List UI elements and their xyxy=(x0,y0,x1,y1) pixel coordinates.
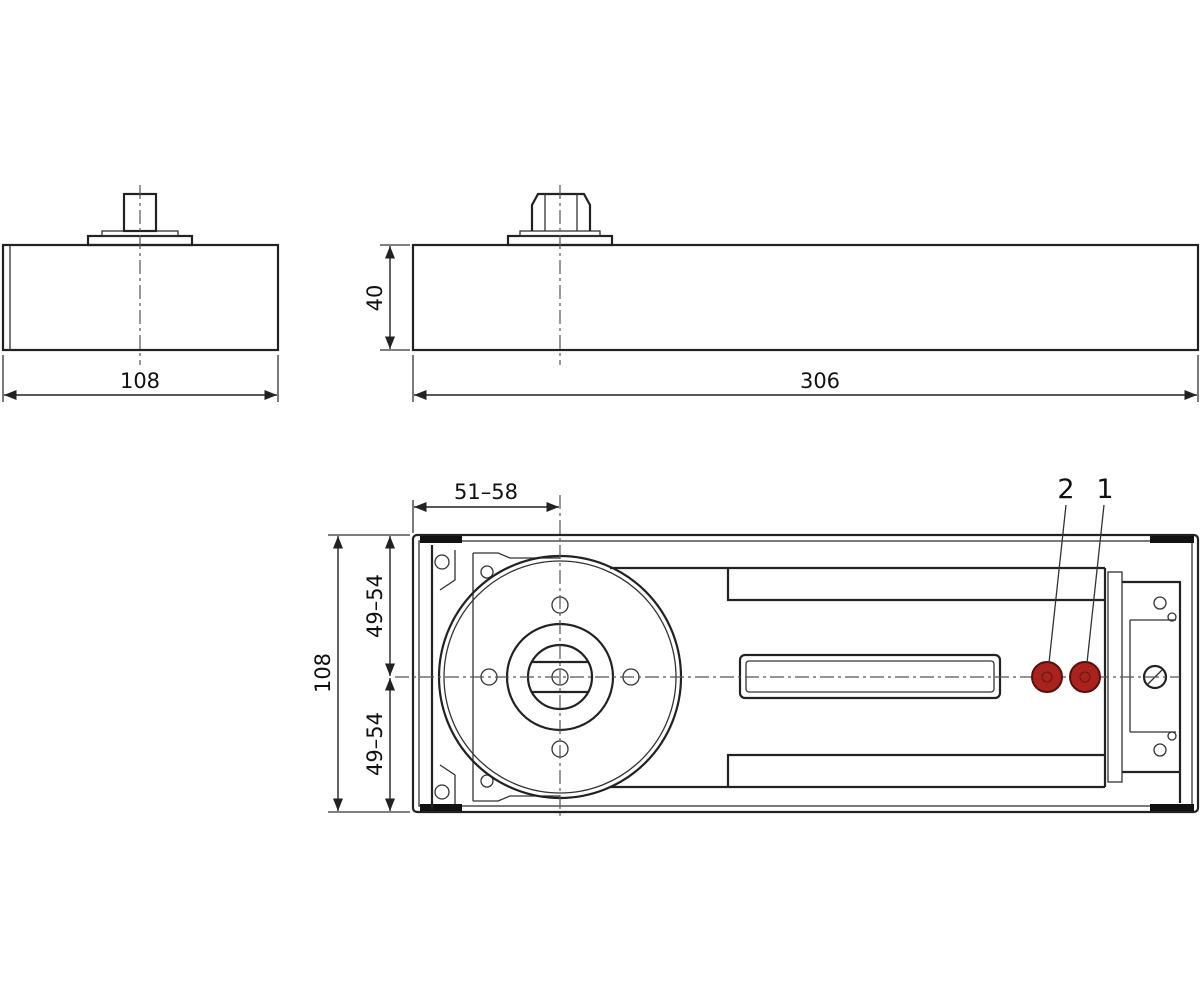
dim-plan-half-upper: 49–54 xyxy=(363,574,387,638)
screw-icon xyxy=(434,554,450,570)
plan-view: 2 1 51–58 108 49–54 49–54 xyxy=(311,474,1200,820)
dim-plan-offset: 51–58 xyxy=(454,480,518,504)
screw-icon xyxy=(434,784,450,800)
callout-2: 2 xyxy=(1057,474,1074,505)
screw-icon xyxy=(480,565,494,579)
regulating-valve-1 xyxy=(1069,661,1101,693)
screw-icon xyxy=(480,774,494,788)
dim-side-width: 108 xyxy=(120,369,160,393)
side-view: 108 xyxy=(1,185,280,402)
front-view: 40 306 xyxy=(363,185,1200,402)
dim-plan-half-lower: 49–54 xyxy=(363,712,387,776)
callout-1: 1 xyxy=(1096,474,1113,505)
dim-front-length: 306 xyxy=(800,369,840,393)
dim-plan-width: 108 xyxy=(311,653,335,693)
dim-front-height: 40 xyxy=(363,285,387,312)
regulating-valve-2 xyxy=(1031,661,1063,693)
